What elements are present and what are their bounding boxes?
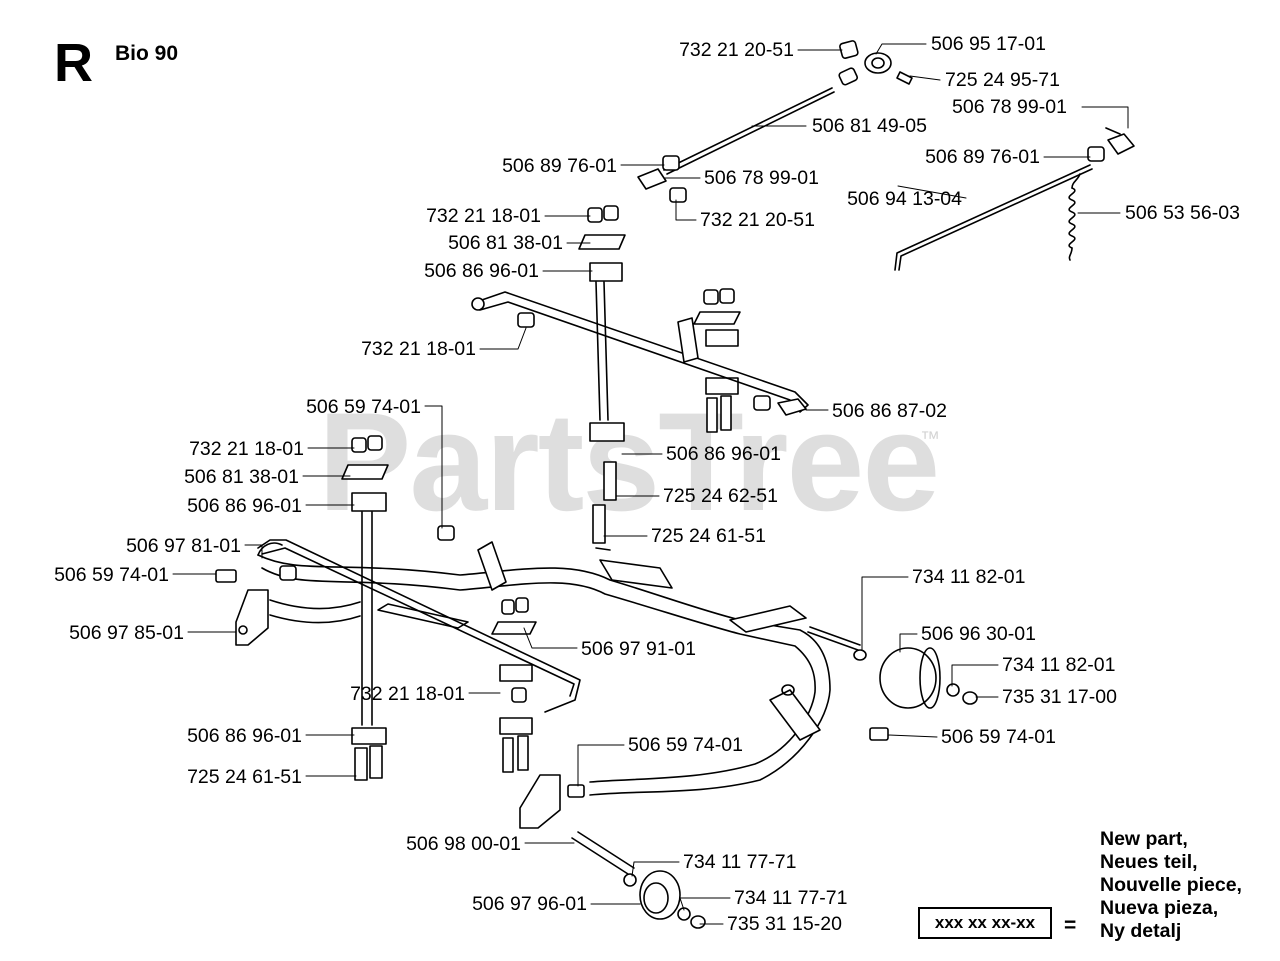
part-number-label: 506 86 96-01 [424, 260, 539, 282]
model-name: Bio 90 [115, 42, 179, 65]
part-number-label: 506 81 38-01 [184, 466, 299, 488]
legend-line: Nueva pieza, [1100, 897, 1219, 919]
part-number-label: 732 21 18-01 [361, 338, 476, 360]
part-number-label: 506 97 85-01 [69, 622, 184, 644]
part-number-label: 725 24 61-51 [187, 766, 302, 788]
part-number-label: 506 97 91-01 [581, 638, 696, 660]
part-number-label: 734 11 77-71 [734, 887, 848, 909]
part-number-label: 725 24 95-71 [945, 69, 1060, 91]
watermark: PartsTree [318, 383, 940, 540]
main-frame [257, 541, 861, 796]
legend-line: Ny detalj [1100, 920, 1182, 942]
part-number-label: 506 95 17-01 [931, 33, 1046, 55]
part-number-label: 506 59 74-01 [628, 734, 743, 756]
callout-leader-line [675, 199, 697, 221]
part-number-label: 734 11 77-71 [683, 851, 797, 873]
part-number-label: 506 53 56-03 [1125, 202, 1240, 224]
callout-leader-line [887, 734, 938, 738]
legend-line: Neues teil, [1100, 851, 1198, 873]
part-number-label: 734 11 82-01 [912, 566, 1026, 588]
callout-leader-line [479, 327, 527, 350]
part-number-label: 506 59 74-01 [941, 726, 1056, 748]
lift-rod-and-spring [894, 127, 1135, 271]
upper-cross-bar [471, 291, 809, 416]
part-number-label: 506 89 76-01 [925, 146, 1040, 168]
part-number-label: 506 78 99-01 [952, 96, 1067, 118]
callout-leader-line [577, 744, 625, 787]
left-spacer-stack [341, 435, 389, 781]
callout-leader-line [909, 75, 941, 81]
part-number-label: 735 31 17-00 [1002, 686, 1117, 708]
callout-leader-line [631, 861, 680, 877]
callout-leader-line [899, 633, 918, 653]
right-spacer-stack [693, 288, 741, 433]
callout-leader-line [951, 664, 999, 687]
legend-new-part-text: New part, Neues teil, Nouvelle piece, Nu… [1100, 828, 1242, 943]
left-bracket-and-rod [215, 525, 581, 713]
part-number-label: 506 96 30-01 [921, 623, 1036, 645]
part-number-label: 506 81 49-05 [812, 115, 927, 137]
part-number-label: 732 21 18-01 [350, 683, 465, 705]
part-number-label: 725 24 61-51 [651, 525, 766, 547]
part-number-label: 732 21 18-01 [426, 205, 541, 227]
part-number-label: 506 59 74-01 [306, 396, 421, 418]
legend-new-part-box: xxx xx xx-xx [918, 907, 1052, 939]
callout-leader-line [875, 43, 927, 55]
part-number-label: 732 21 20-51 [700, 209, 815, 231]
section-letter: R [54, 33, 93, 93]
part-number-label: 506 78 99-01 [704, 167, 819, 189]
callout-leader-line [897, 185, 967, 199]
part-number-label: 506 97 96-01 [472, 893, 587, 915]
center-spacer-stack [578, 205, 626, 544]
callout-leader-line [679, 897, 731, 911]
part-number-label: 506 94 13-04 [847, 188, 962, 210]
callout-leader-line [424, 405, 443, 529]
part-number-label: 506 86 96-01 [187, 725, 302, 747]
part-number-label: 506 86 96-01 [666, 443, 781, 465]
callout-leader-line [244, 544, 263, 559]
lower-spacer-stack [491, 597, 537, 773]
part-number-label: 506 98 00-01 [406, 833, 521, 855]
legend-equals-sign: = [1064, 914, 1077, 937]
legend-line: Nouvelle piece, [1100, 874, 1242, 896]
part-number-label: 506 81 38-01 [448, 232, 563, 254]
part-number-label: 732 21 18-01 [189, 438, 304, 460]
part-number-label: 506 86 87-02 [832, 400, 947, 422]
part-number-label: 506 86 96-01 [187, 495, 302, 517]
part-number-label: 506 89 76-01 [502, 155, 617, 177]
upper-control-rod [637, 40, 913, 203]
part-number-label: 734 11 82-01 [1002, 654, 1116, 676]
callout-layer: 732 21 20-51 506 95 17-01 725 24 95-71 506 … [54, 33, 1240, 935]
callout-leader-line [523, 627, 578, 649]
part-number-label: 506 97 81-01 [126, 535, 241, 557]
callout-leader-line [861, 576, 909, 651]
part-number-label: 735 31 15-20 [727, 913, 842, 935]
legend-line: New part, [1100, 828, 1188, 850]
callout-leader-line [1081, 106, 1129, 129]
part-number-label: 732 21 20-51 [679, 39, 794, 61]
watermark-trademark: ™ [920, 428, 940, 450]
part-number-label: 725 24 62-51 [663, 485, 778, 507]
wheel-assembly [519, 647, 978, 929]
part-number-label: 506 59 74-01 [54, 564, 169, 586]
